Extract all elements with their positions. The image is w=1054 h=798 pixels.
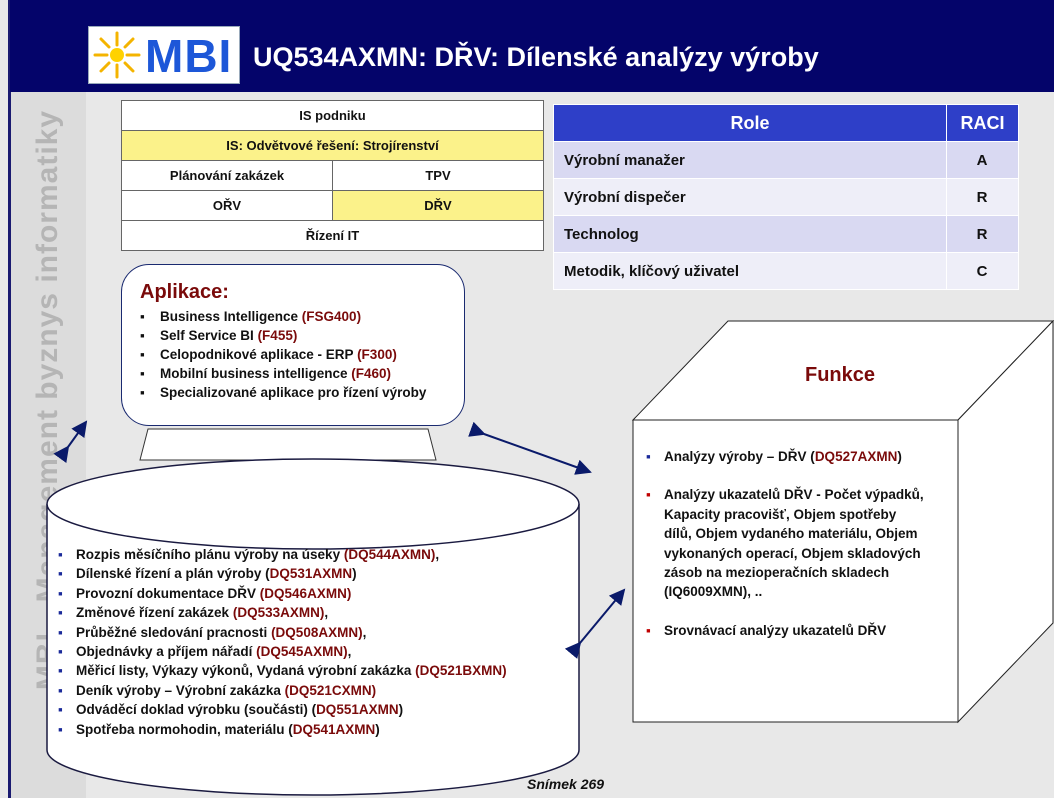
list-item: Analýzy ukazatelů DŘV - Počet výpadků, K…	[646, 485, 926, 601]
raci-role: Metodik, klíčový uživatel	[553, 252, 947, 290]
item-code: DQ541AXMN	[292, 721, 376, 737]
item-text: Odváděcí doklad výrobku (součásti) (	[76, 702, 317, 718]
item-code: (DQ545AXMN)	[256, 644, 348, 660]
item-text: Spotřeba normohodin, materiálu (	[76, 721, 293, 737]
sun-icon	[93, 31, 141, 79]
item-code: (DQ546AXMN)	[259, 585, 352, 601]
is-cell: TPV	[332, 160, 544, 191]
arrow-db-functions-top	[468, 421, 592, 475]
item-tail: ,	[435, 547, 440, 562]
list-item: Srovnávací analýzy ukazatelů DŘV	[646, 621, 926, 641]
is-cell-highlight: DŘV	[332, 190, 544, 221]
raci-header-role: Role	[553, 104, 947, 142]
item-code: (DQ508AXMN)	[271, 624, 363, 640]
item-code: (DQ521CXMN)	[284, 682, 377, 698]
is-cell: OŘV	[121, 190, 333, 221]
list-item: Celopodnikové aplikace - ERP (F300)	[140, 345, 460, 364]
item-code: DQ527AXMN	[814, 449, 898, 464]
item-tail: )	[897, 449, 902, 464]
list-item: Rozpis měsíčního plánu výroby na úseky (…	[56, 545, 536, 565]
frame-line	[8, 0, 11, 798]
is-structure-table: IS podniku IS: Odvětvové řešení: Strojír…	[121, 100, 544, 251]
list-item: Business Intelligence (FSG400)	[140, 307, 460, 326]
item-text: Business Intelligence	[160, 309, 302, 324]
arrow-app-db	[53, 420, 88, 464]
item-text: Změnové řízení zakázek	[76, 605, 233, 621]
item-tail: ,	[347, 644, 352, 660]
item-code: DQ531AXMN	[269, 566, 353, 582]
list-item: Spotřeba normohodin, materiálu (DQ541AXM…	[56, 720, 536, 740]
list-item: Analýzy výroby – DŘV (DQ527AXMN)	[646, 447, 926, 467]
item-text: Srovnávací analýzy ukazatelů DŘV	[664, 622, 887, 638]
functions-list: Analýzy výroby – DŘV (DQ527AXMN) Analýzy…	[646, 447, 926, 659]
item-text: Provozní dokumentace DŘV	[76, 585, 260, 601]
raci-role: Výrobní manažer	[553, 141, 947, 179]
item-text: Objednávky a příjem nářadí	[76, 644, 257, 660]
list-item: Odváděcí doklad výrobku (součásti) (DQ55…	[56, 700, 536, 720]
item-code: (DQ521BXMN)	[415, 663, 507, 679]
item-code: (DQ544AXMN)	[343, 547, 436, 562]
item-tail: )	[352, 566, 357, 582]
is-cell: Řízení IT	[121, 220, 544, 251]
data-list: Rozpis měsíčního plánu výroby na úseky (…	[56, 545, 536, 739]
applications-list: Business Intelligence (FSG400) Self Serv…	[140, 307, 460, 402]
item-text: Dílenské řízení a plán výroby (	[76, 566, 270, 582]
item-text: Specializované aplikace pro řízení výrob…	[160, 385, 427, 400]
item-text: Mobilní business intelligence	[160, 366, 352, 381]
item-tail: )	[375, 721, 380, 737]
item-code: (FSG400)	[301, 309, 362, 324]
item-code: (F300)	[357, 347, 397, 362]
raci-value: R	[946, 178, 1019, 216]
list-item: Self Service BI (F455)	[140, 326, 460, 345]
slide-title: UQ534AXMN: DŘV: Dílenské analýzy výroby	[253, 42, 819, 72]
is-cell: Plánování zakázek	[121, 160, 333, 191]
item-text: Deník výroby – Výrobní zakázka	[76, 682, 285, 698]
list-item: Provozní dokumentace DŘV (DQ546AXMN)	[56, 584, 536, 604]
list-item: Dílenské řízení a plán výroby (DQ531AXMN…	[56, 564, 536, 584]
functions-title: Funkce	[805, 364, 876, 386]
applications-box: Aplikace: Business Intelligence (FSG400)…	[121, 264, 465, 426]
list-item: Specializované aplikace pro řízení výrob…	[140, 383, 460, 402]
list-item: Mobilní business intelligence (F460)	[140, 364, 460, 383]
list-item: Objednávky a příjem nářadí (DQ545AXMN),	[56, 642, 536, 662]
list-item: Deník výroby – Výrobní zakázka (DQ521CXM…	[56, 681, 536, 701]
item-text: Analýzy ukazatelů DŘV - Počet výpadků, K…	[664, 487, 924, 600]
item-text: Průběžné sledování pracnosti	[76, 624, 272, 640]
logo-text: MBI	[145, 30, 233, 82]
item-code: DQ551AXMN	[316, 702, 399, 718]
item-code: (F455)	[257, 328, 298, 343]
monitor-stand	[139, 428, 437, 461]
item-code: (F460)	[351, 366, 392, 381]
raci-value: C	[946, 252, 1019, 290]
raci-value: R	[946, 215, 1019, 253]
raci-role: Výrobní dispečer	[553, 178, 947, 216]
item-tail: )	[398, 702, 404, 718]
item-text: Rozpis měsíčního plánu výroby na úseky	[76, 547, 344, 562]
item-code: (DQ533AXMN)	[232, 605, 325, 621]
slide-number: Snímek 269	[527, 776, 605, 792]
raci-header-raci: RACI	[946, 104, 1019, 142]
list-item: Změnové řízení zakázek (DQ533AXMN),	[56, 603, 536, 623]
item-text: Analýzy výroby – DŘV (	[664, 449, 815, 464]
item-tail: ,	[324, 605, 329, 621]
list-item: Měřicí listy, Výkazy výkonů, Vydaná výro…	[56, 661, 536, 681]
arrow-db-functions-bottom	[564, 588, 626, 659]
applications-title: Aplikace:	[140, 281, 229, 303]
item-text: Celopodnikové aplikace - ERP	[160, 347, 358, 362]
item-text: Měřicí listy, Výkazy výkonů, Vydaná výro…	[76, 663, 416, 679]
is-cell: IS: Odvětvové řešení: Strojírenství	[121, 130, 544, 161]
item-text: Self Service BI	[160, 328, 258, 343]
item-tail: ,	[362, 624, 367, 640]
raci-value: A	[946, 141, 1019, 179]
mbi-logo: MBI	[88, 26, 240, 84]
raci-role: Technolog	[553, 215, 947, 253]
list-item: Průběžné sledování pracnosti (DQ508AXMN)…	[56, 623, 536, 643]
